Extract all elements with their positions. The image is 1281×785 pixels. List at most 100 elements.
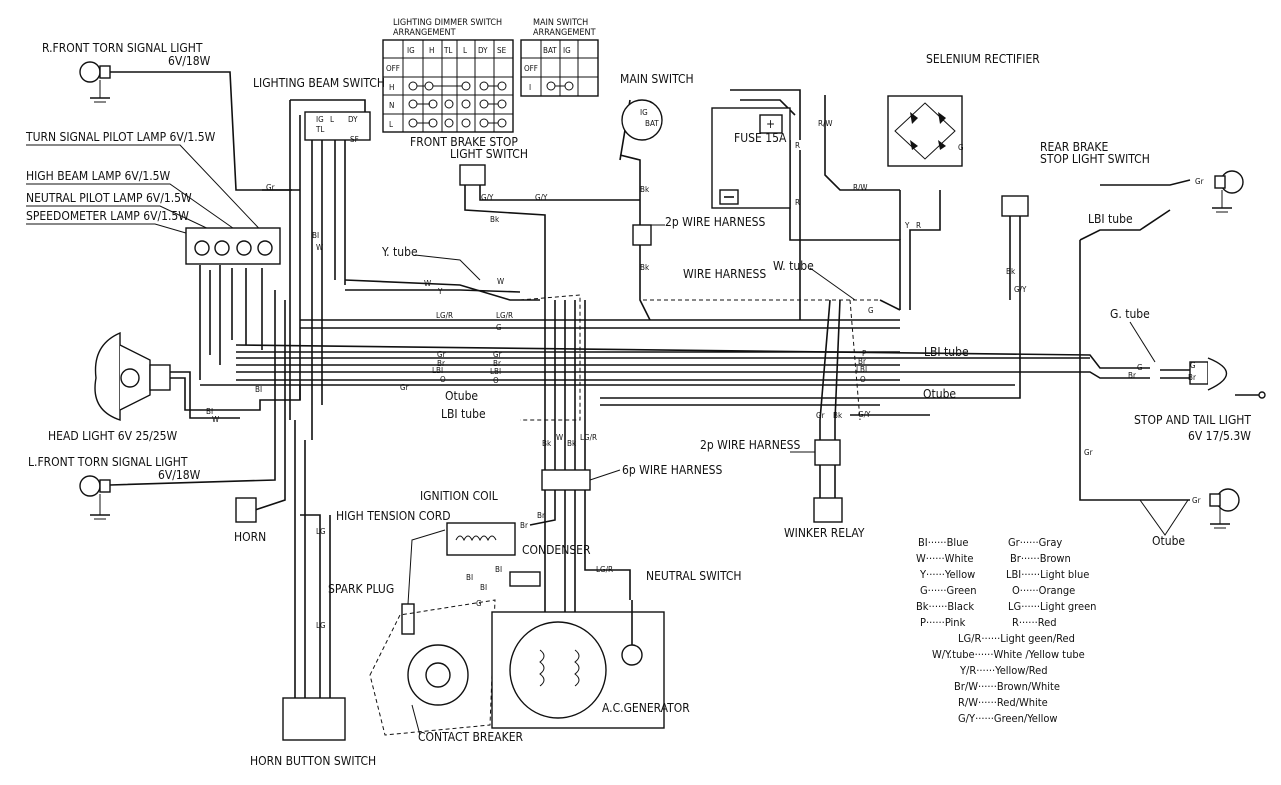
winker-relay: WINKER RELAY [784, 497, 865, 540]
ignition-coil-label: IGNITION COIL [420, 489, 498, 503]
terminal-sf: SF [350, 135, 359, 144]
dimmer-header-dy: DY [478, 46, 488, 55]
svg-text:Gr: Gr [400, 383, 409, 392]
svg-text:W: W [424, 279, 431, 288]
svg-text:BI: BI [466, 573, 473, 582]
high-beam-label: HIGH BEAM LAMP 6V/1.5W [26, 169, 171, 183]
l-front-turn-signal-light: L.FRONT TORN SIGNAL LIGHT 6V/18W [28, 455, 201, 520]
svg-text:R: R [795, 198, 800, 207]
legend-item: LG······Light green [1008, 600, 1097, 613]
lbi-tube-right: LBI tube [924, 345, 969, 359]
lbi-tube-center: LBI tube [441, 407, 486, 421]
turn-pilot-label: TURN SIGNAL PILOT LAMP 6V/1.5W [25, 130, 216, 144]
lighting-beam-switch-label: LIGHTING BEAM SWITCH [253, 76, 385, 90]
contact-breaker-label: CONTACT BREAKER [418, 730, 524, 744]
svg-text:G/Y: G/Y [481, 193, 494, 202]
r-front-turn-signal-light: R.FRONT TORN SIGNAL LIGHT 6V/18W [42, 41, 211, 103]
dimmer-switch-table: LIGHTING DIMMER SWITCH ARRANGEMENT IG H … [382, 18, 514, 133]
front-brake-label-2: LIGHT SWITCH [450, 147, 528, 161]
horn-button-label: HORN BUTTON SWITCH [250, 754, 376, 768]
svg-text:G/Y: G/Y [535, 193, 548, 202]
condenser-label: CONDENSER [522, 543, 591, 557]
svg-text:O: O [440, 375, 446, 384]
svg-text:Y: Y [437, 287, 443, 296]
main-switch: MAIN SWITCH IG BAT [620, 72, 694, 141]
r-front-turn-label: R.FRONT TORN SIGNAL LIGHT [42, 41, 203, 55]
stop-tail-label: STOP AND TAIL LIGHT [1134, 413, 1251, 427]
svg-text:W: W [497, 277, 504, 286]
harness-labels: 2p WIRE HARNESS WIRE HARNESS W. tube Y. … [381, 215, 1189, 548]
dimmer-header-l: L [463, 46, 467, 55]
dimmer-header-h: H [429, 46, 434, 55]
svg-text:LBI: LBI [490, 367, 501, 376]
rear-brake-label-1: REAR BRAKE [1040, 140, 1109, 154]
svg-text:G: G [476, 599, 482, 608]
svg-text:W: W [556, 433, 563, 442]
r-front-turn-rating: 6V/18W [168, 54, 211, 68]
terminal-dy: DY [348, 115, 358, 124]
legend-item: LG/R······Light geen/Red [958, 632, 1075, 645]
svg-text:Br: Br [437, 359, 445, 368]
svg-text:Br: Br [537, 511, 545, 520]
dimmer-row-l: L [389, 120, 393, 129]
dimmer-header-se: SE [497, 46, 507, 55]
svg-text:LG: LG [316, 527, 326, 536]
r-rear-turn-signal-light: LBI tube [1088, 170, 1244, 226]
svg-text:Br: Br [1188, 373, 1196, 382]
fuse-battery-box: + FUSE 15A [711, 107, 791, 209]
svg-text:LG/R: LG/R [496, 311, 513, 320]
main-header-bat: BAT [543, 46, 557, 55]
legend-item: Br······Brown [1010, 552, 1071, 565]
dimmer-row-n: N [389, 101, 394, 110]
o-tube-right: Otube [923, 387, 956, 401]
dimmer-title-2: ARRANGEMENT [393, 28, 456, 38]
head-light: HEAD LIGHT 6V 25/25W [48, 331, 178, 443]
ac-generator-label: A.C.GENERATOR [602, 701, 690, 715]
svg-text:Br: Br [493, 359, 501, 368]
svg-text:Bk: Bk [640, 185, 650, 194]
svg-text:BI: BI [480, 583, 487, 592]
horn-button-switch: HORN BUTTON SWITCH [250, 697, 376, 768]
front-brake-label-1: FRONT BRAKE STOP [410, 135, 518, 149]
main-switch-table: MAIN SWITCH ARRANGEMENT BAT IG OFF I [520, 18, 599, 97]
rear-brake-stop-light-switch: REAR BRAKE STOP LIGHT SWITCH [1001, 140, 1150, 217]
svg-text:R/W: R/W [818, 119, 833, 128]
rear-brake-label-2: STOP LIGHT SWITCH [1040, 152, 1150, 166]
svg-text:BI: BI [495, 565, 502, 574]
svg-text:W: W [316, 243, 323, 252]
pilot-lamps-cluster: TURN SIGNAL PILOT LAMP 6V/1.5W HIGH BEAM… [25, 130, 281, 265]
w-tube-label: W. tube [773, 259, 814, 273]
svg-text:Bk: Bk [640, 263, 650, 272]
svg-text:G/Y: G/Y [858, 410, 871, 419]
legend-item: W······White [916, 552, 974, 565]
svg-text:LG/R: LG/R [580, 433, 597, 442]
legend-item: Y······Yellow [920, 568, 976, 581]
selenium-rectifier-label: SELENIUM RECTIFIER [926, 52, 1040, 66]
legend-item: LBI······Light blue [1006, 568, 1090, 581]
svg-text:Bk: Bk [542, 439, 552, 448]
g-tube-label: G. tube [1110, 307, 1150, 321]
legend-item: R/W······Red/White [958, 696, 1048, 709]
main-header-ig: IG [563, 46, 571, 55]
legend-item: P······Pink [920, 616, 966, 629]
ignition-system: IGNITION COIL HIGH TENSION CORD CONDENSE… [328, 489, 742, 744]
svg-text:Gr: Gr [1084, 448, 1093, 457]
svg-text:G: G [1190, 361, 1196, 370]
dimmer-row-off: OFF [386, 64, 400, 73]
svg-text:Gr: Gr [437, 350, 446, 359]
head-light-label: HEAD LIGHT 6V 25/25W [48, 429, 178, 443]
neutral-pilot-label: NEUTRAL PILOT LAMP 6V/1.5W [26, 191, 192, 205]
legend-item: G······Green [920, 584, 977, 597]
l-front-turn-rating: 6V/18W [158, 468, 201, 482]
main-table-title-2: ARRANGEMENT [533, 28, 596, 38]
legend-item: W/Y.tube······White /Yellow tube [932, 648, 1085, 661]
dimmer-header-ig: IG [407, 46, 415, 55]
main-switch-terminal-ig: IG [640, 108, 648, 117]
terminal-tl: TL [315, 125, 324, 134]
main-switch-terminal-bat: BAT [645, 119, 659, 128]
legend-item: Y/R······Yellow/Red [960, 664, 1048, 677]
l-front-turn-label: L.FRONT TORN SIGNAL LIGHT [28, 455, 188, 469]
svg-text:+: + [766, 117, 775, 131]
svg-text:Gr: Gr [266, 183, 275, 192]
terminal-ig: IG [316, 115, 324, 124]
